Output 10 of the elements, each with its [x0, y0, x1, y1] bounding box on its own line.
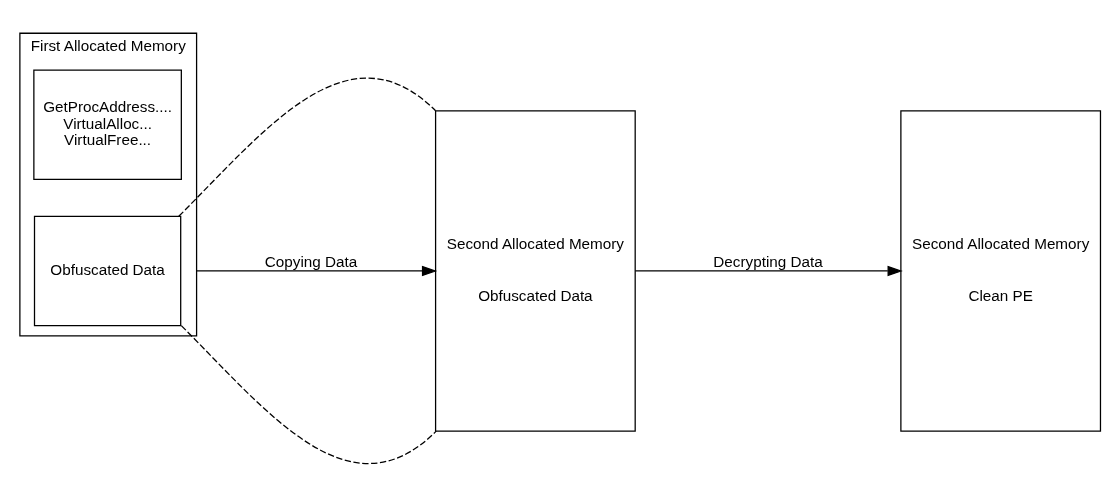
- edge-label: Decrypting Data: [713, 252, 823, 270]
- node-box: GetProcAddress.... VirtualAlloc... VirtualFree...: [33, 69, 182, 181]
- node-box: Second Allocated Memory Obfuscated Data: [434, 110, 636, 432]
- edge-label: Copying Data: [264, 252, 358, 270]
- node-box: Second Allocated Memory Clean PE: [900, 110, 1102, 432]
- node-box: Obfuscated Data: [33, 215, 182, 327]
- connector: [178, 77, 437, 217]
- connector: [180, 325, 437, 465]
- arrow: [195, 265, 438, 277]
- arrow: [634, 265, 903, 277]
